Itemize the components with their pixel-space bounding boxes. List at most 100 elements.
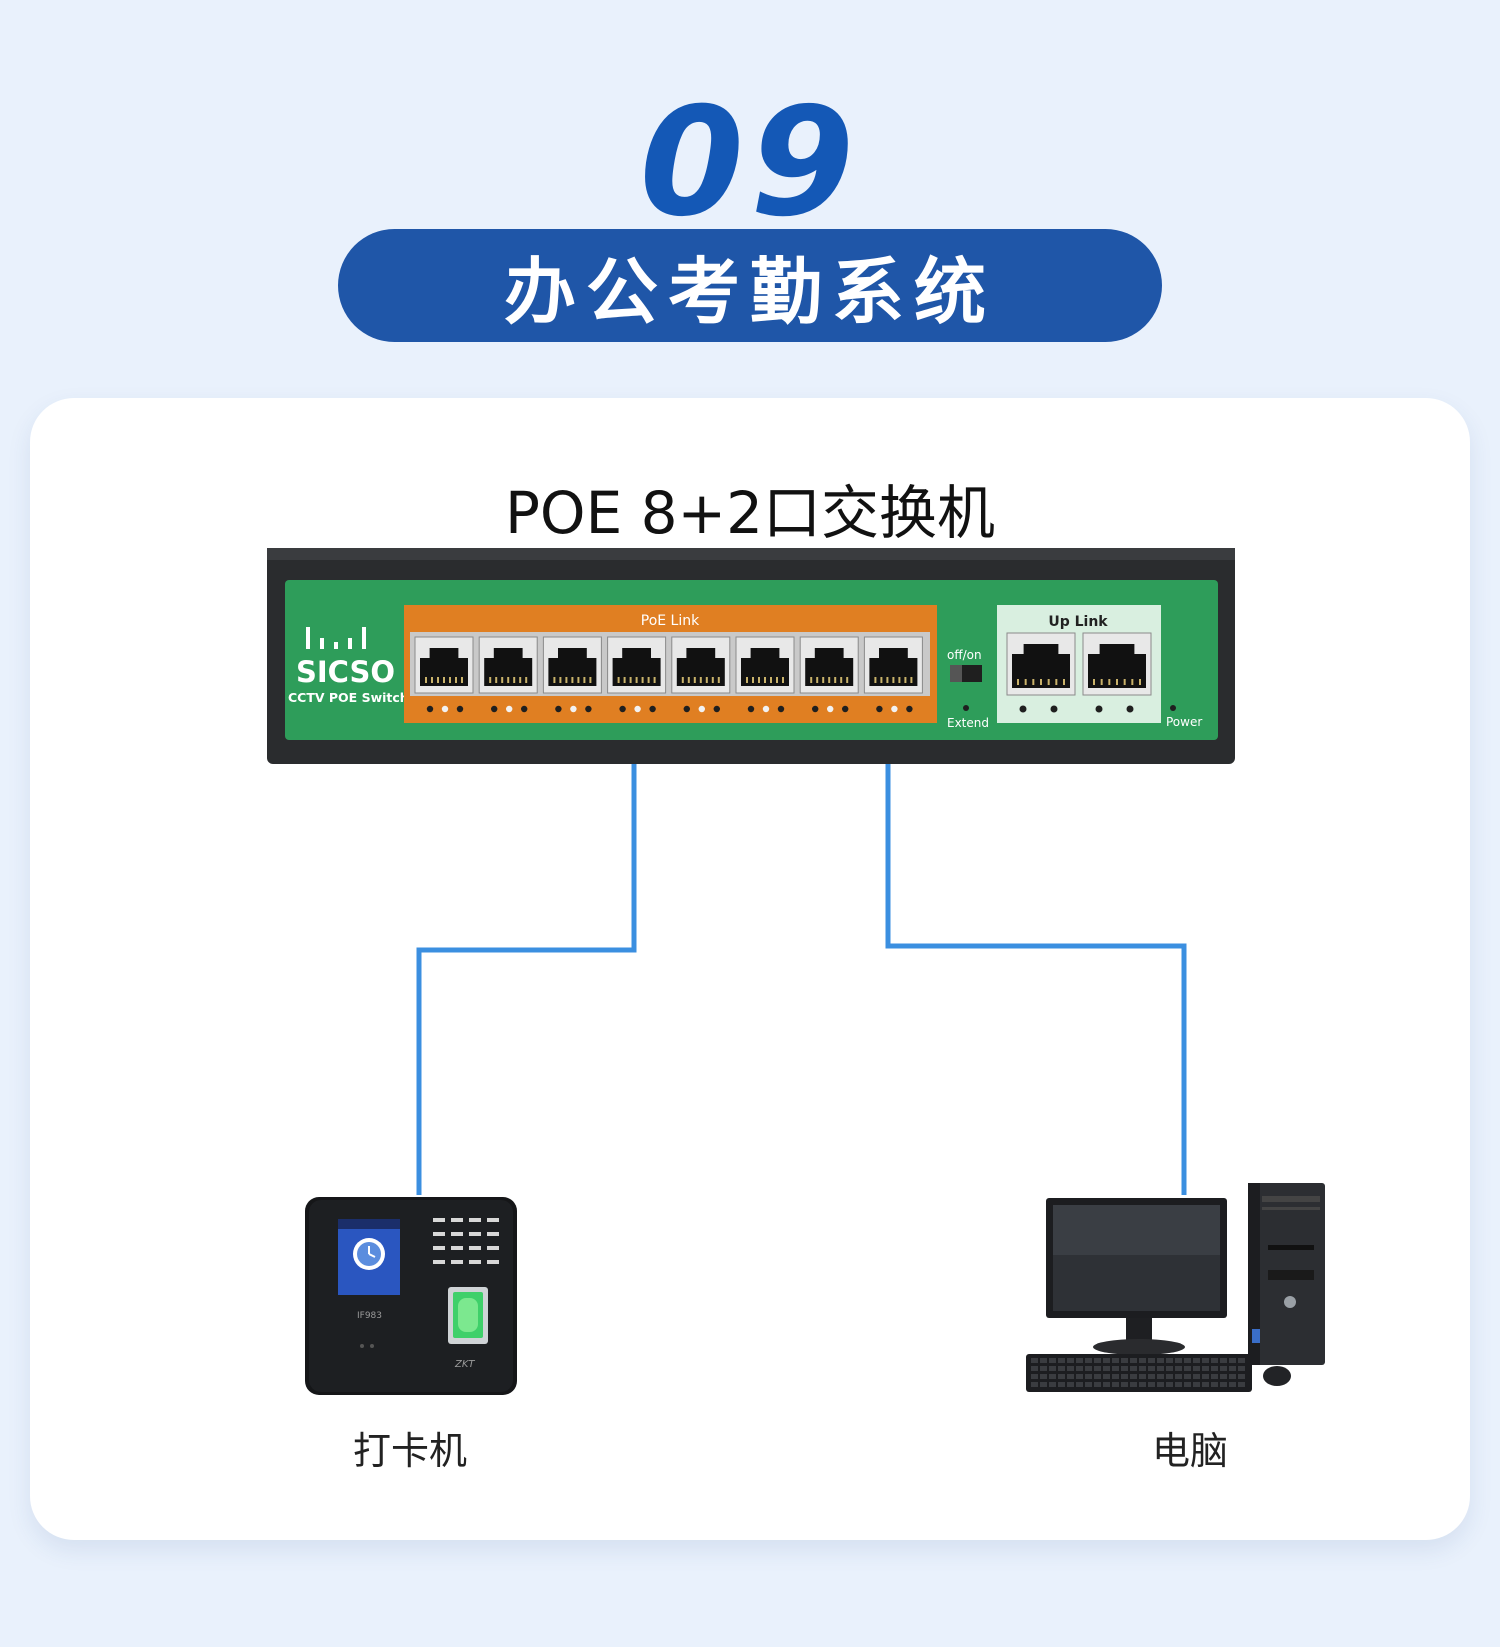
keyboard-key xyxy=(1094,1366,1101,1371)
keyboard-key xyxy=(1112,1382,1119,1387)
keyboard-key xyxy=(1121,1366,1128,1371)
keyboard-key xyxy=(1040,1374,1047,1379)
keyboard-key xyxy=(1139,1366,1146,1371)
keyboard-key xyxy=(1202,1382,1209,1387)
keyboard-key xyxy=(1049,1358,1056,1363)
uplink-led-a-2 xyxy=(1095,705,1103,713)
poe-status-led-4 xyxy=(634,705,641,713)
poe-act-led-2 xyxy=(521,705,528,713)
keyboard-key xyxy=(1211,1374,1218,1379)
keyboard-key xyxy=(1031,1374,1038,1379)
keyboard-key xyxy=(1130,1366,1137,1371)
keyboard-key xyxy=(1094,1382,1101,1387)
poe-port-3 xyxy=(542,636,602,694)
keypad-key xyxy=(451,1232,463,1236)
keyboard-key xyxy=(1112,1358,1119,1363)
poe-act-led-1 xyxy=(456,705,464,713)
keyboard-key xyxy=(1166,1366,1173,1371)
poe-link-led-7 xyxy=(812,705,819,713)
keyboard-key xyxy=(1193,1358,1200,1363)
keypad-key xyxy=(433,1246,445,1250)
poe-act-led-4 xyxy=(649,705,656,713)
poe-link-led-8 xyxy=(876,705,883,713)
keypad-key xyxy=(469,1246,481,1250)
keyboard-key xyxy=(1148,1358,1155,1363)
keypad-key xyxy=(451,1246,463,1250)
poe-link-label: PoE Link xyxy=(641,613,700,629)
keyboard-key xyxy=(1238,1358,1245,1363)
keyboard-key xyxy=(1076,1366,1083,1371)
keyboard-key xyxy=(1220,1374,1227,1379)
uplink-ports xyxy=(1006,632,1152,713)
keyboard-key xyxy=(1076,1358,1083,1363)
keyboard-key xyxy=(1175,1358,1182,1363)
keyboard-key xyxy=(1076,1382,1083,1387)
keyboard-key xyxy=(1202,1366,1209,1371)
keyboard-key xyxy=(1058,1358,1065,1363)
computer-label: 电脑 xyxy=(1151,1429,1228,1473)
keyboard-key xyxy=(1094,1358,1101,1363)
poe-status-led-5 xyxy=(698,705,705,713)
poe-status-led-7 xyxy=(827,705,834,713)
keyboard-key xyxy=(1157,1366,1164,1371)
poe-link-led-4 xyxy=(619,705,626,713)
keyboard-key xyxy=(1202,1374,1209,1379)
keyboard-key xyxy=(1130,1374,1137,1379)
keyboard-key xyxy=(1148,1382,1155,1387)
keyboard-key xyxy=(1193,1366,1200,1371)
keyboard-key xyxy=(1193,1382,1200,1387)
extend-label: Extend xyxy=(947,716,989,730)
keyboard-key xyxy=(1211,1358,1218,1363)
keyboard-key xyxy=(1220,1382,1227,1387)
uplink-port-2 xyxy=(1082,632,1152,696)
uplink-led-a-1 xyxy=(1019,705,1027,713)
keyboard-key xyxy=(1112,1374,1119,1379)
keyboard-key xyxy=(1130,1382,1137,1387)
keyboard-key xyxy=(1166,1358,1173,1363)
keyboard-key xyxy=(1040,1366,1047,1371)
keyboard-key xyxy=(1229,1382,1236,1387)
keyboard-key xyxy=(1049,1382,1056,1387)
poe-link-led-5 xyxy=(683,705,690,713)
svg-text:ZKT: ZKT xyxy=(454,1359,475,1370)
poe-link-led-6 xyxy=(747,705,755,713)
attendance-machine-label: 打卡机 xyxy=(352,1429,467,1473)
keyboard-key xyxy=(1031,1358,1038,1363)
poe-leds xyxy=(426,705,913,713)
uplink-led-b-1 xyxy=(1050,705,1058,713)
keypad-key xyxy=(433,1218,445,1222)
keypad-key xyxy=(487,1218,499,1222)
keyboard-key xyxy=(1058,1374,1065,1379)
keyboard-key xyxy=(1058,1366,1065,1371)
keyboard-key xyxy=(1238,1382,1245,1387)
poe-status-led-1 xyxy=(441,705,449,713)
keyboard-keys xyxy=(1031,1358,1245,1387)
poe-act-led-7 xyxy=(842,705,849,713)
poe-act-led-5 xyxy=(713,705,720,713)
keyboard-key xyxy=(1085,1374,1092,1379)
power-label: Power xyxy=(1166,715,1202,729)
section-number: 09 xyxy=(639,76,861,250)
keypad-key xyxy=(469,1232,481,1236)
uplink-label: Up Link xyxy=(1048,614,1108,630)
keyboard-key xyxy=(1139,1374,1146,1379)
keyboard-key xyxy=(1166,1382,1173,1387)
keyboard-key xyxy=(1121,1382,1128,1387)
attendance-machine: IF983 ZKT xyxy=(305,1197,517,1395)
keyboard-key xyxy=(1184,1382,1191,1387)
poe-port-8 xyxy=(863,636,923,694)
title-banner: 办公考勤系统 xyxy=(338,229,1162,342)
keyboard-key xyxy=(1229,1358,1236,1363)
keyboard-key xyxy=(1103,1382,1110,1387)
keyboard-key xyxy=(1220,1358,1227,1363)
keyboard-key xyxy=(1148,1374,1155,1379)
keyboard-key xyxy=(1067,1358,1074,1363)
keyboard-key xyxy=(1040,1358,1047,1363)
mouse xyxy=(1263,1366,1291,1386)
attendance-model: IF983 xyxy=(357,1311,382,1321)
keyboard-key xyxy=(1175,1382,1182,1387)
poe-switch: SICSO CCTV POE Switch PoE Link off/on Ex… xyxy=(267,548,1235,764)
keyboard-key xyxy=(1220,1366,1227,1371)
keypad-key xyxy=(433,1232,445,1236)
